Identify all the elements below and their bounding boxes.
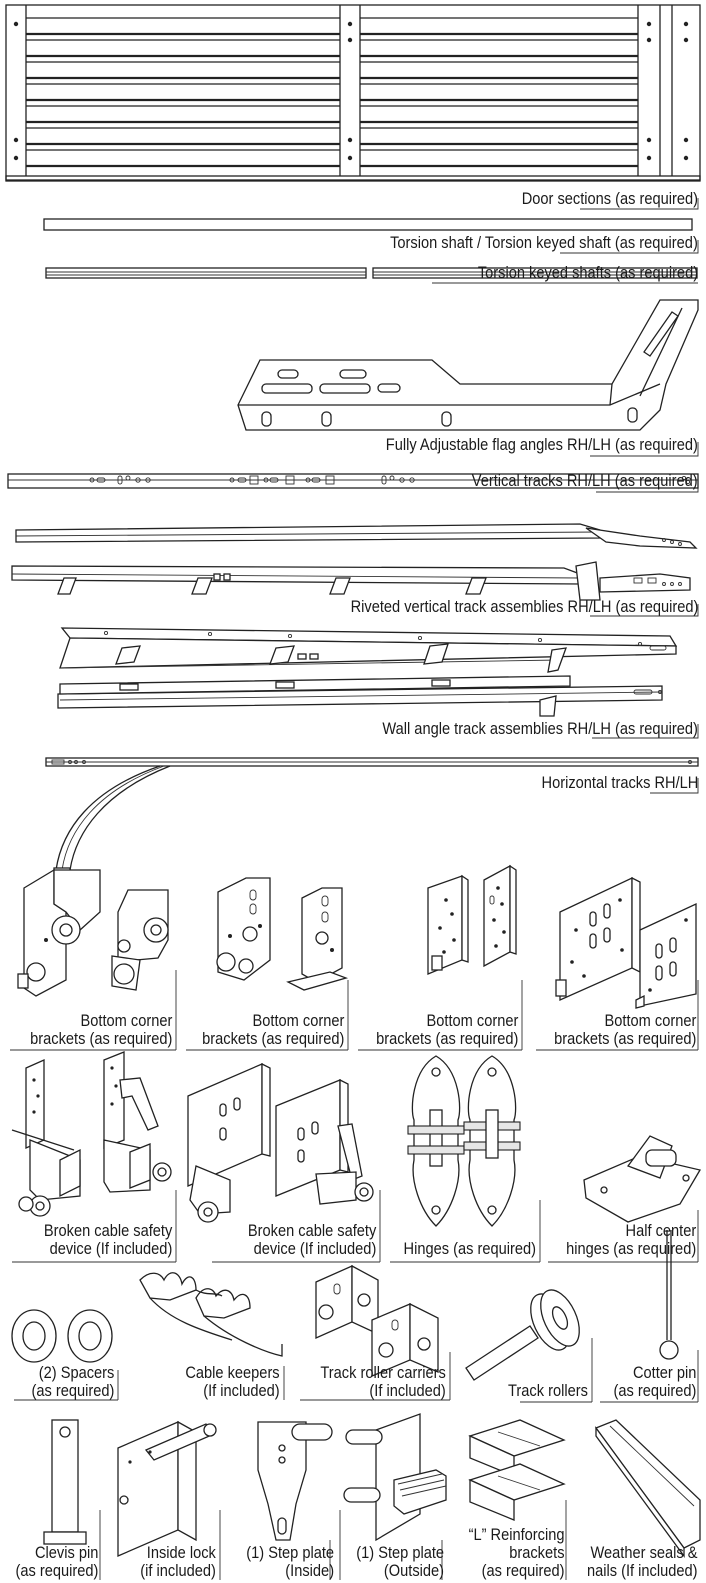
label-roller-carriers-line1: Track roller carriers [320,1363,446,1382]
label-clevis-pin-line2: (as required) [15,1561,98,1580]
label-bottom-corner-3: Bottom corner brackets (as required) [376,1012,518,1048]
label-torsion-keyed-shafts: Torsion keyed shafts (as required) [477,263,698,282]
label-step-plate-inside-line2: (Inside) [285,1561,334,1580]
label-half-center-line2: hinges (as required) [565,1239,696,1258]
label-horizontal-tracks: Horizontal tracks RH/LH [541,773,698,792]
label-weather-seals-line2: nails (If included) [587,1561,698,1580]
label-cable-keepers-line1: Cable keepers [185,1363,280,1382]
label-step-plate-outside-line2: (Outside) [383,1561,444,1580]
riveted-vertical-tracks-drawing [11,523,698,601]
label-bottom-corner-2-line2: brackets (as required) [201,1029,344,1048]
label-hinges: Hinges (as required) [403,1239,536,1258]
label-clevis-pin-line1: Clevis pin [34,1543,98,1562]
vertical-tracks-drawing [7,473,699,489]
label-cable-safety-2-line1: Broken cable safety [247,1221,376,1240]
hinges-drawing [407,1055,521,1227]
label-spacers-line2: (as required) [31,1381,114,1400]
spacers-drawing [11,1309,113,1363]
label-cable-safety-1-line2: device (If included) [49,1239,172,1258]
half-center-hinges-drawing [583,1135,702,1223]
label-bottom-corner-1-line2: brackets (as required) [29,1029,172,1048]
label-cotter-pin: Cotter pin (as required) [613,1364,696,1400]
label-spacers: (2) Spacers (as required) [31,1364,114,1400]
cotter-pin-drawing [659,1230,679,1360]
track-roller-carriers-drawing [315,1264,439,1377]
label-torsion-shaft: Torsion shaft / Torsion keyed shaft (as … [390,233,698,252]
label-flag-angles: Fully Adjustable flag angles RH/LH (as r… [385,435,698,454]
label-inside-lock-line2: (if included) [140,1561,216,1580]
l-reinforcing-brackets-drawing [468,1419,566,1521]
label-step-plate-outside: (1) Step plate (Outside) [356,1544,444,1580]
label-bottom-corner-2-line1: Bottom corner [252,1011,344,1030]
bottom-corner-brackets-1-drawing [17,868,169,997]
label-cable-safety-2-line2: device (If included) [253,1239,376,1258]
torsion-shaft-drawing [43,218,693,231]
door-sections-drawing [5,4,701,182]
label-l-brackets-line1: “L” Reinforcing [468,1525,564,1544]
flag-angles-drawing [237,299,699,431]
track-rollers-drawing [465,1289,580,1381]
label-cable-keepers-line2: (If included) [203,1381,280,1400]
label-cable-keepers: Cable keepers (If included) [186,1364,280,1400]
label-inside-lock: Inside lock (if included) [140,1544,216,1580]
label-cotter-pin-line2: (as required) [613,1381,696,1400]
label-weather-seals-line1: Weather seals & [590,1543,698,1562]
cable-keepers-drawing [139,1272,283,1357]
label-weather-seals: Weather seals & nails (If included) [587,1544,698,1580]
label-bottom-corner-1-line1: Bottom corner [80,1011,172,1030]
label-cable-safety-1: Broken cable safety device (If included) [44,1222,172,1258]
label-roller-carriers-line2: (If included) [369,1381,446,1400]
label-bottom-corner-4: Bottom corner brackets (as required) [554,1012,696,1048]
label-riveted-vertical-tracks: Riveted vertical track assemblies RH/LH … [350,597,698,616]
label-cable-safety-1-line1: Broken cable safety [43,1221,172,1240]
label-wall-angle-tracks: Wall angle track assemblies RH/LH (as re… [382,719,698,738]
label-l-brackets-line2: brackets [508,1543,564,1562]
label-bottom-corner-3-line1: Bottom corner [426,1011,518,1030]
bottom-corner-brackets-2-drawing [216,877,349,991]
label-bottom-corner-4-line2: brackets (as required) [553,1029,696,1048]
label-door-sections: Door sections (as required) [521,189,698,208]
label-half-center-line1: Half center [625,1221,696,1240]
label-l-reinforcing-brackets: “L” Reinforcing brackets (as required) [468,1526,564,1580]
label-bottom-corner-1: Bottom corner brackets (as required) [30,1012,172,1048]
inside-lock-drawing [117,1420,217,1557]
label-bottom-corner-4-line1: Bottom corner [604,1011,696,1030]
label-clevis-pin: Clevis pin (as required) [15,1544,98,1580]
label-vertical-tracks: Vertical tracks RH/LH (as required) [472,471,698,490]
bottom-corner-brackets-3-drawing [427,864,517,975]
label-step-plate-inside: (1) Step plate (Inside) [246,1544,334,1580]
label-cable-safety-2: Broken cable safety device (If included) [248,1222,376,1258]
broken-cable-safety-1-drawing [11,1051,172,1217]
step-plate-outside-drawing [343,1413,447,1542]
wall-angle-tracks-drawing [57,627,678,717]
label-bottom-corner-2: Bottom corner brackets (as required) [202,1012,344,1048]
torsion-keyed-shafts-drawing [45,267,698,279]
label-half-center-hinges: Half center hinges (as required) [566,1222,696,1258]
weather-seals-drawing [594,1419,701,1558]
label-bottom-corner-3-line2: brackets (as required) [375,1029,518,1048]
clevis-pin-drawing [43,1419,87,1545]
label-spacers-line1: (2) Spacers [38,1363,114,1382]
label-inside-lock-line1: Inside lock [146,1543,216,1562]
bottom-corner-brackets-4-drawing [555,876,697,1009]
label-l-brackets-line3: (as required) [481,1561,564,1580]
label-track-rollers: Track rollers [508,1381,588,1400]
label-step-plate-outside-line1: (1) Step plate [356,1543,444,1562]
leader-lines [10,198,699,1580]
label-step-plate-inside-line1: (1) Step plate [246,1543,334,1562]
step-plate-inside-drawing [257,1421,333,1541]
label-cotter-pin-line1: Cotter pin [632,1363,696,1382]
label-roller-carriers: Track roller carriers (If included) [321,1364,446,1400]
broken-cable-safety-2-drawing [187,1062,374,1223]
